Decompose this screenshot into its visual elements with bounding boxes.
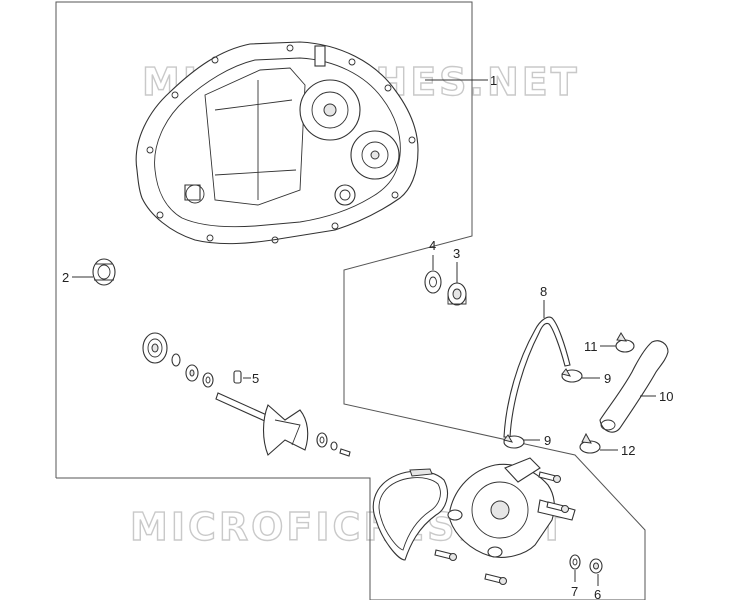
part-pin — [233, 370, 242, 384]
part-hose — [503, 316, 571, 438]
part-plug — [92, 258, 116, 286]
callout-10: 10 — [659, 389, 673, 404]
callout-5: 5 — [252, 371, 259, 386]
callout-4: 4 — [429, 238, 436, 253]
callout-8: 8 — [540, 284, 547, 299]
part-coolant-hose — [599, 340, 669, 433]
part-seals — [171, 353, 214, 388]
callout-9a: 9 — [604, 371, 611, 386]
assembly-frame — [55, 1, 646, 600]
part-gasket — [372, 468, 448, 561]
callout-6: 6 — [594, 587, 601, 600]
callout-2: 2 — [62, 270, 69, 285]
callout-11: 11 — [584, 339, 598, 354]
part-clamp-11 — [615, 332, 635, 353]
part-washer-7 — [569, 554, 581, 570]
part-impeller-shaft — [215, 392, 351, 457]
part-bolts — [434, 471, 569, 585]
part-bearing — [142, 332, 168, 364]
callout-12: 12 — [621, 443, 635, 458]
callout-1: 1 — [490, 73, 497, 88]
part-washer — [424, 270, 442, 294]
callout-9b: 9 — [544, 433, 551, 448]
part-clamp-12 — [579, 432, 601, 454]
callout-3: 3 — [453, 246, 460, 261]
part-clamp-upper — [561, 368, 583, 383]
part-pump-cover — [447, 457, 576, 558]
part-drain-bolt — [447, 282, 467, 306]
part-crankcase-cover — [135, 41, 419, 245]
part-bolt-6 — [589, 558, 603, 574]
part-clamp-lower — [503, 434, 525, 449]
callout-7: 7 — [571, 584, 578, 599]
